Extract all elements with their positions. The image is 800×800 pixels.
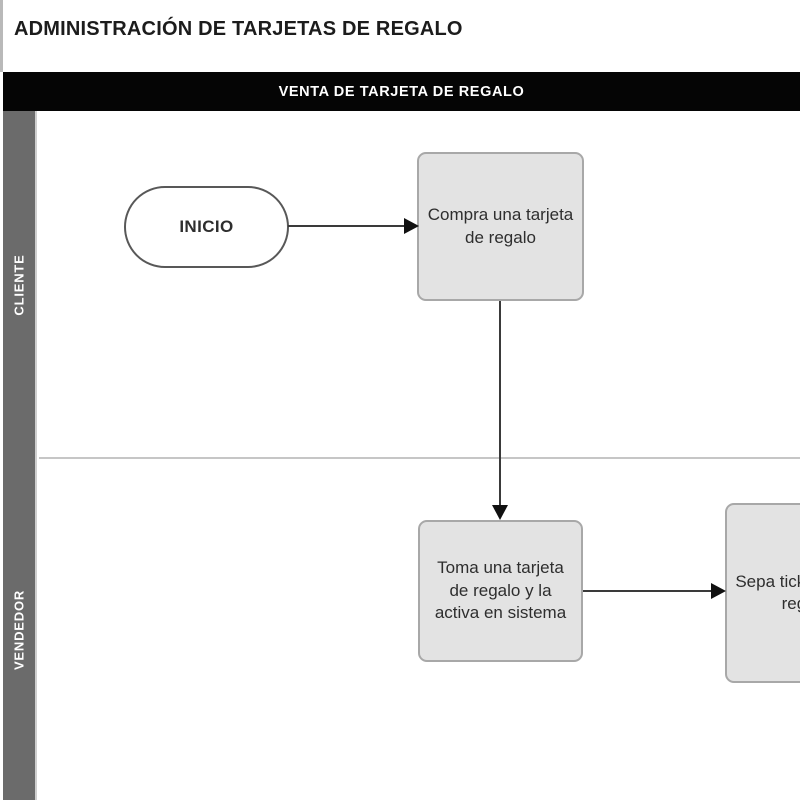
swimlane-area: CLIENTE VENDEDOR INICIO Compra una tarje…	[0, 111, 800, 800]
process-band: VENTA DE TARJETA DE REGALO	[3, 72, 800, 111]
connector-toma-to-separa-line	[583, 590, 713, 592]
swimlane-cliente: CLIENTE	[0, 111, 800, 459]
node-toma-activa[interactable]: Toma una tarjeta de regalo y la activa e…	[418, 520, 583, 662]
node-toma-activa-label: Toma una tarjeta de regalo y la activa e…	[434, 558, 567, 623]
node-inicio-label: INICIO	[179, 216, 234, 236]
lane-label-vendedor: VENDEDOR	[11, 589, 27, 670]
node-compra-tarjeta[interactable]: Compra una tarjeta de regalo	[417, 152, 584, 301]
lane-header-cliente: CLIENTE	[3, 111, 37, 459]
connector-inicio-to-compra-arrowhead	[404, 218, 419, 234]
node-inicio[interactable]: INICIO	[124, 186, 289, 268]
swimlane-vendedor: VENDEDOR	[0, 459, 800, 800]
page-title: ADMINISTRACIÓN DE TARJETAS DE REGALO	[14, 18, 463, 40]
connector-compra-to-toma-line	[499, 301, 501, 506]
connector-toma-to-separa-arrowhead	[711, 583, 726, 599]
lane-label-cliente: CLIENTE	[11, 254, 27, 316]
lane-divider	[39, 457, 800, 459]
process-band-label: VENTA DE TARJETA DE REGALO	[278, 83, 525, 100]
title-bar: ADMINISTRACIÓN DE TARJETAS DE REGALO	[0, 0, 800, 72]
connector-inicio-to-compra-line	[288, 225, 406, 227]
node-separa-ticket-label: Sepa tick vent tarjet rega su	[735, 571, 800, 613]
lane-header-vendedor: VENDEDOR	[3, 459, 37, 800]
connector-compra-to-toma-arrowhead	[492, 505, 508, 520]
node-separa-ticket[interactable]: Sepa tick vent tarjet rega su	[725, 503, 800, 683]
node-compra-tarjeta-label: Compra una tarjeta de regalo	[427, 205, 574, 247]
